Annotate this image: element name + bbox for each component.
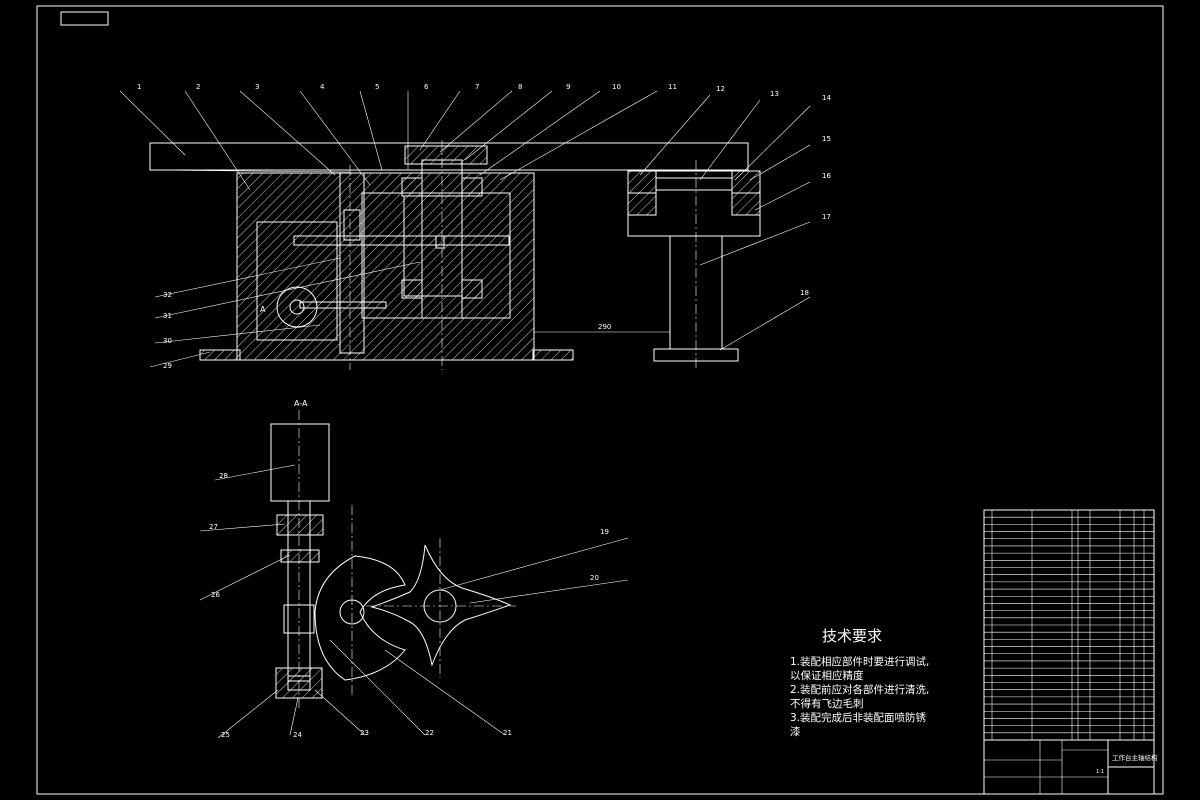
- part-number: 19: [600, 528, 609, 536]
- cam-disc: [314, 555, 406, 681]
- tech-req-line: 漆: [790, 725, 801, 738]
- small-gear: [299, 301, 387, 309]
- drawing-scale: 1:1: [1096, 769, 1104, 775]
- shaft: [339, 172, 365, 354]
- part-number: 14: [822, 94, 831, 102]
- part-number: 1: [137, 83, 141, 91]
- part-number: 30: [163, 337, 172, 345]
- large-gear: [293, 235, 510, 246]
- tech-req-line: 3.装配完成后非装配面喷防锈: [790, 711, 927, 724]
- title-block: 工作台主轴结构 1:1: [983, 739, 1158, 795]
- geneva-wheel: [370, 544, 512, 667]
- part-number: 6: [424, 83, 429, 91]
- table-plate: [149, 142, 749, 171]
- tech-req-title: 技术要求: [822, 627, 882, 645]
- part-number: 31: [163, 312, 172, 320]
- section-marker: A: [260, 305, 266, 314]
- part-number: 10: [612, 83, 621, 91]
- part-number: 7: [475, 83, 479, 91]
- part-number: 17: [822, 213, 831, 221]
- leader-lines-section: [199, 464, 629, 739]
- part-number: 2: [196, 83, 200, 91]
- parts-list: [983, 509, 1155, 741]
- part-number: 5: [375, 83, 379, 91]
- top-assembly-view: 290 A: [149, 140, 761, 370]
- leader-lines-top: [119, 90, 811, 368]
- main-housing: [236, 172, 535, 361]
- part-number: 16: [822, 172, 831, 180]
- motor: [270, 423, 330, 502]
- technical-requirements: 技术要求 1.装配相应部件时要进行调试, 以保证相应精度 2.装配前应对各部件进…: [790, 627, 929, 738]
- part-number: 11: [668, 83, 677, 91]
- part-number: 27: [209, 523, 218, 531]
- part-number: 15: [822, 135, 831, 143]
- tech-req-line: 2.装配前应对各部件进行清洗,: [790, 683, 929, 696]
- drawing-border: [36, 5, 1164, 795]
- part-numbers-section: 19 20 21 22 23 24 25 26 27 28: [209, 472, 609, 739]
- part-number: 22: [425, 729, 434, 737]
- part-number: 23: [360, 729, 369, 737]
- part-number: 24: [293, 731, 302, 739]
- section-a-a-view: A-A: [270, 399, 516, 710]
- part-number: 28: [219, 472, 228, 480]
- part-number: 13: [770, 90, 779, 98]
- dimension-290: 290: [598, 323, 611, 331]
- part-number: 9: [566, 83, 570, 91]
- part-number: 21: [503, 729, 512, 737]
- part-number: 20: [590, 574, 599, 582]
- part-number: 29: [163, 362, 172, 370]
- part-numbers-top: 1 2 3 4 5 6 7 8 9 10 11 12 13 14 15 16 1…: [137, 83, 831, 370]
- part-number: 26: [211, 591, 220, 599]
- drawing-name: 工作台主轴结构: [1112, 753, 1158, 762]
- tech-req-line: 以保证相应精度: [790, 669, 864, 682]
- part-number: 25: [221, 731, 230, 739]
- cam-wheel: [276, 286, 318, 328]
- spindle-cap: [404, 145, 488, 165]
- part-number: 12: [716, 85, 725, 93]
- section-title: A-A: [294, 399, 308, 408]
- drawing-code-box: [60, 11, 109, 26]
- part-number: 18: [800, 289, 809, 297]
- part-number: 8: [518, 83, 522, 91]
- part-number: 4: [320, 83, 325, 91]
- tech-req-line: 1.装配相应部件时要进行调试,: [790, 655, 929, 668]
- part-number: 32: [163, 291, 172, 299]
- part-number: 3: [255, 83, 259, 91]
- tech-req-line: 不得有飞边毛刺: [790, 697, 864, 710]
